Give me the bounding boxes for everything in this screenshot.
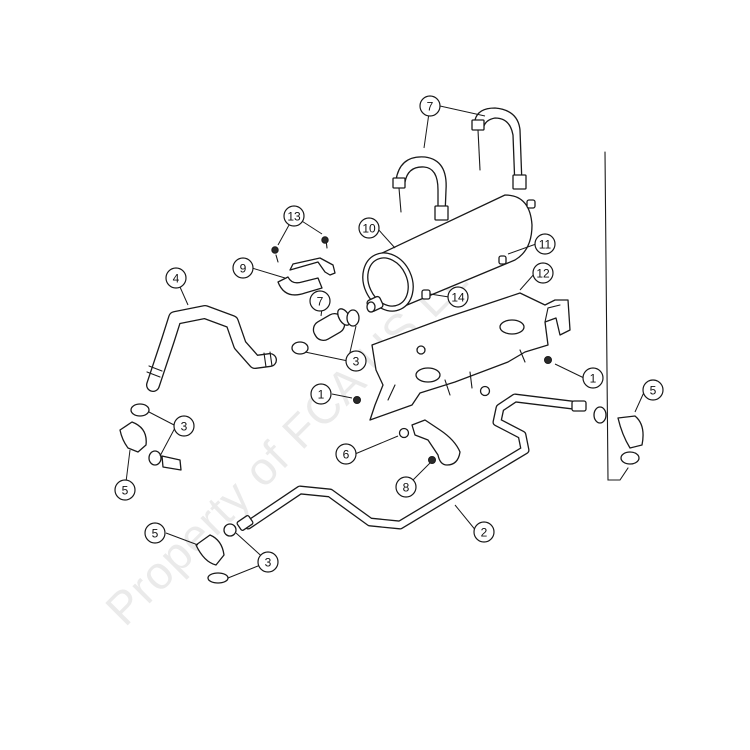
callout-number: 5 [650,384,657,398]
callout-c10: 10 [358,217,380,239]
callout-c1b: 1 [582,367,604,389]
bottom-elbow-fitting [195,523,237,584]
callout-circle [144,522,166,544]
callout-c7a: 7 [419,95,441,117]
right-fitting-line [604,151,629,481]
callout-number: 2 [481,526,488,540]
callout-c14: 14 [447,286,469,308]
callout-number: 13 [287,210,301,224]
callout-number: 1 [318,388,325,402]
callout-circle [173,415,195,437]
callout-circle [534,233,556,255]
callout-number: 8 [403,481,410,495]
callout-c1a: 1 [310,383,332,405]
mounting-bracket [369,292,571,421]
callout-circle [345,350,367,372]
callout-c3b: 3 [173,415,195,437]
callout-number: 5 [122,484,129,498]
callout-circle [358,217,380,239]
callout-circle [532,262,554,284]
callout-number: 1 [590,372,597,386]
callout-c11: 11 [534,233,556,255]
callout-circle [582,367,604,389]
callout-circle [309,290,331,312]
callout-number: 14 [451,291,465,305]
hose-coupler [291,308,360,355]
callout-c2: 2 [473,521,495,543]
callout-circle [257,551,279,573]
callout-number: 4 [173,272,180,286]
callout-circle [473,521,495,543]
callout-circle [642,379,664,401]
pipe-clamp [411,419,461,466]
callout-number: 3 [265,556,272,570]
callout-c8: 8 [395,476,417,498]
callout-number: 11 [539,238,552,252]
clamp-bracket [271,236,336,296]
callout-circle [395,476,417,498]
left-elbow-fitting [119,403,182,471]
mounting-straps [392,107,527,221]
callout-number: 12 [536,267,550,281]
callout-number: 3 [353,355,360,369]
callout-c3c: 3 [257,551,279,573]
callout-c6: 6 [335,443,357,465]
callout-circle [419,95,441,117]
callout-number: 3 [181,420,188,434]
callout-circle [232,257,254,279]
rigid-pipe [236,393,587,531]
callout-circle [447,286,469,308]
callout-number: 7 [317,295,324,309]
canister [362,194,536,313]
fasteners [353,345,552,439]
callout-number: 10 [362,222,376,236]
callout-circle [335,443,357,465]
callout-c4: 4 [165,267,187,289]
right-elbow-fitting [593,406,644,465]
callout-circle [283,205,305,227]
callout-circle [310,383,332,405]
callout-c7b: 7 [309,290,331,312]
callout-circle [165,267,187,289]
callout-number: 6 [343,448,350,462]
callout-number: 7 [427,100,434,114]
callout-c12: 12 [532,262,554,284]
callout-c5a: 5 [114,479,136,501]
callout-number: 5 [152,527,159,541]
callout-c5b: 5 [144,522,166,544]
callout-c5c: 5 [642,379,664,401]
callout-c3a: 3 [345,350,367,372]
bent-hose [146,305,277,392]
callout-number: 9 [240,262,247,276]
callout-c9: 9 [232,257,254,279]
callout-circle [114,479,136,501]
callout-c13: 13 [283,205,305,227]
